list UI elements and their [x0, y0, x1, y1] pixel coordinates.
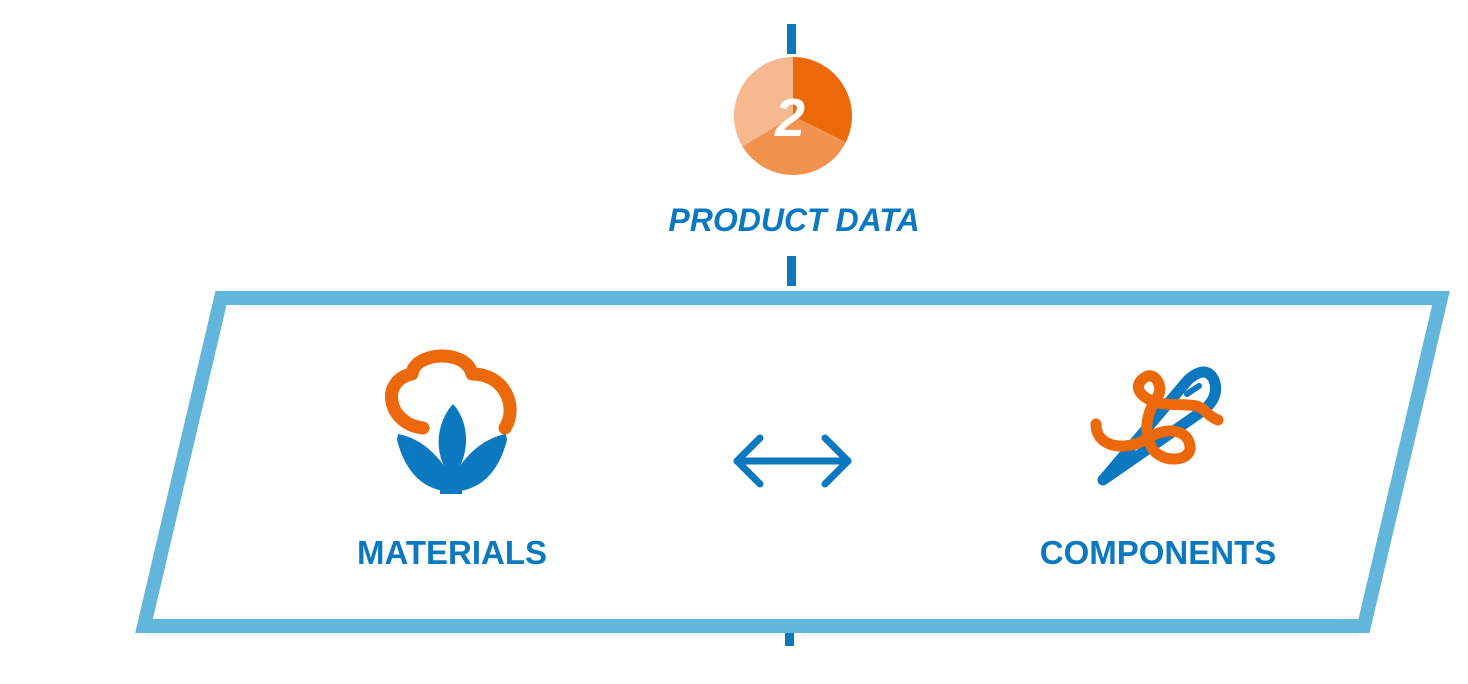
connector-line-top: [787, 24, 796, 54]
group-frame: [135, 291, 1450, 633]
badge-segment-light: [733, 56, 793, 147]
connector-line-middle: [787, 256, 796, 286]
materials-label: MATERIALS: [357, 534, 547, 571]
step-badge: 2: [733, 56, 852, 176]
step-number: 2: [774, 88, 805, 148]
needle-thread-icon: [1090, 366, 1224, 486]
double-arrow-icon: [733, 434, 852, 488]
badge-segment-dark: [793, 57, 852, 143]
cotton-flower-icon: [385, 349, 517, 494]
step-title: PRODUCT DATA: [668, 202, 919, 238]
connector-line-bottom: [785, 630, 794, 646]
components-label: COMPONENTS: [1040, 534, 1277, 571]
badge-segment-mid: [742, 116, 846, 176]
